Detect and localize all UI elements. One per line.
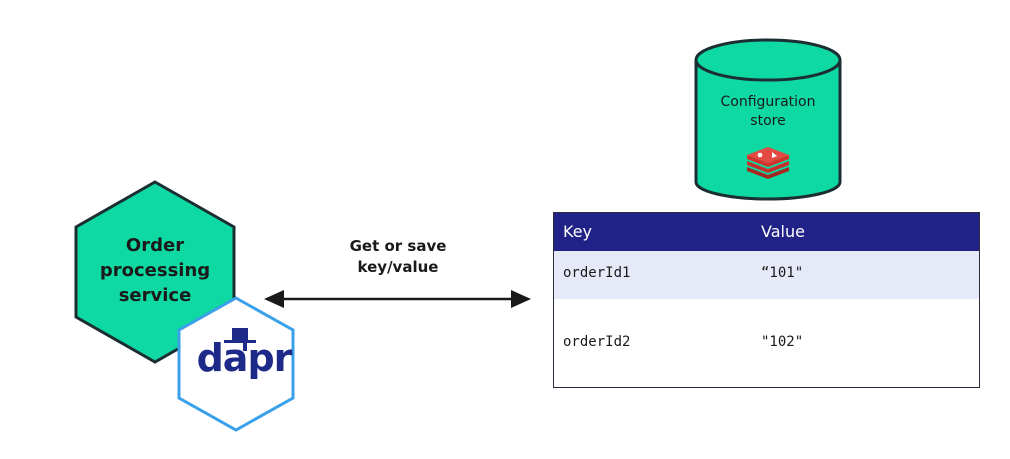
table-cell-value: "102" [761,334,804,350]
connection-label-line2: key/value [357,258,439,276]
dapr-logo-text: dapr [196,336,293,380]
key-value-table: Key Value orderId1 “101" orderId2 "102" [553,212,980,388]
table-header-key: Key [563,222,593,241]
connection-label: Get or save key/value [318,236,478,278]
order-service-hexagon [74,180,236,364]
order-service-label: Order processing service [78,233,232,308]
order-service-label-line2: processing [99,260,211,281]
bidirectional-arrow [264,290,531,308]
table-header: Key Value [554,213,979,251]
table-cell-value: “101" [761,265,804,281]
order-service-label-line3: service [118,285,192,306]
redis-icon [747,147,789,179]
table-header-value: Value [761,222,805,241]
store-label: Configuration store [697,93,839,131]
configuration-store-cylinder [694,38,842,201]
table-row: orderId2 "102" [554,299,979,387]
table-row: orderId1 “101" [554,251,979,299]
connection-label-line1: Get or save [349,237,447,255]
dapr-hat-icon [224,328,256,351]
order-service-label-line1: Order [125,235,185,256]
store-label-line1: Configuration [720,94,816,110]
store-label-line2: store [750,113,786,129]
table-cell-key: orderId2 [563,334,631,350]
dapr-sidecar-hexagon [177,296,295,432]
table-cell-key: orderId1 [563,265,631,281]
